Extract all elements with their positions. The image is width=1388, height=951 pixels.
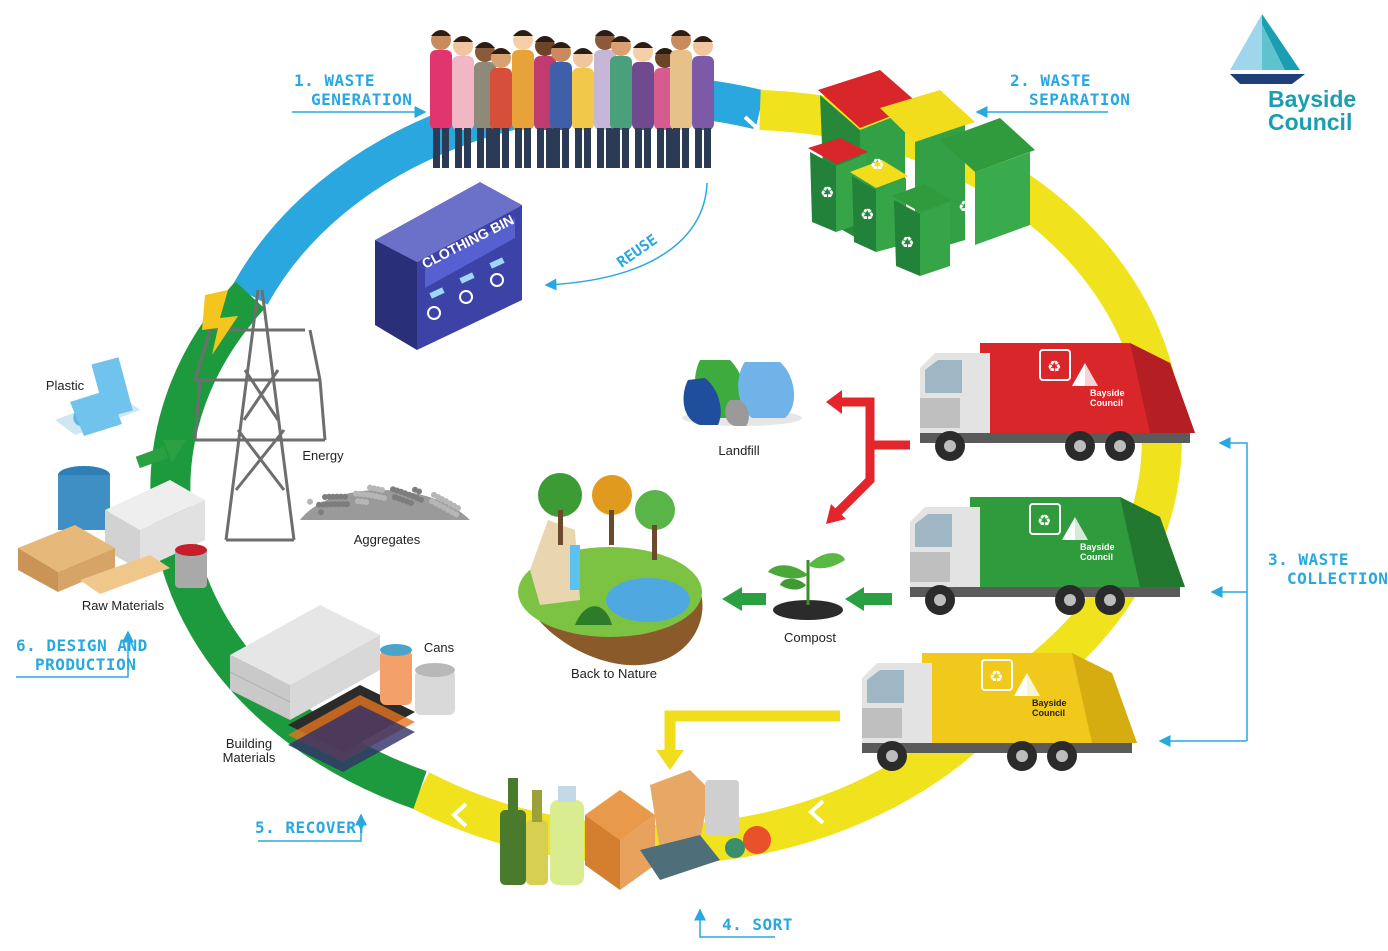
compost-plant-icon <box>768 553 845 620</box>
truck-brand-line-1: Bayside <box>1090 388 1125 398</box>
building-materials-icon <box>229 605 415 772</box>
stage-subtitle: PRODUCTION <box>35 655 137 674</box>
stage-number-title: 3. WASTE <box>1268 550 1350 569</box>
svg-text:♻: ♻ <box>860 205 874 224</box>
landfill-bags-icon <box>682 360 802 426</box>
garbage-trucks: ♻BaysideCouncil♻BaysideCouncil♻BaysideCo… <box>862 343 1195 771</box>
raw-materials-label: Raw Materials <box>81 598 165 613</box>
bayside-council-logo <box>1230 14 1305 84</box>
reuse-label: REUSE <box>613 231 660 272</box>
stage-label-generation: 1. WASTE GENERATION <box>294 71 412 109</box>
svg-text:♻: ♻ <box>870 155 884 174</box>
stage-pointers <box>16 106 1248 938</box>
building-materials-label: Building Materials <box>212 737 286 765</box>
truck-brand-line-1: Bayside <box>1032 698 1067 708</box>
nature-island-icon <box>518 473 703 666</box>
stage-label-sort: 4. SORT <box>722 915 793 934</box>
svg-text:♻: ♻ <box>1037 511 1051 530</box>
stage-number-title: 1. WASTE <box>294 71 376 90</box>
aggregates-label: Aggregates <box>353 532 421 547</box>
plastic-label: Plastic <box>45 378 85 393</box>
clothing-bin-icon <box>375 182 522 350</box>
people-group-icon <box>430 30 714 168</box>
svg-text:♻: ♻ <box>989 667 1003 686</box>
stage-label-collection: 3. WASTE COLLECTION <box>1268 550 1388 588</box>
raw-materials-icon <box>18 466 207 594</box>
stage-subtitle: COLLECTION <box>1287 569 1388 588</box>
truck-brand-line-2: Council <box>1080 552 1113 562</box>
stage-number-title: 2. WASTE <box>1010 71 1092 90</box>
svg-text:♻: ♻ <box>958 197 972 216</box>
energy-label: Energy <box>302 448 344 463</box>
svg-text:♻: ♻ <box>1047 357 1061 376</box>
ring-chevrons <box>268 115 984 828</box>
lightning-icon <box>202 290 238 355</box>
power-pylon-icon <box>193 289 327 542</box>
stage-label-recovery: 5. RECOVERY <box>255 818 366 837</box>
recyclables-pile-icon <box>500 770 771 890</box>
stage-subtitle: SEPARATION <box>1029 90 1131 109</box>
stage-subtitle: GENERATION <box>311 90 413 109</box>
wheelie-bins-icon: ♻ ♻ ♻ ♻ ♻ <box>808 70 1035 276</box>
stage-number-title: 5. RECOVERY <box>255 818 367 837</box>
stage-number-title: 4. SORT <box>722 915 793 934</box>
brand-line-2: Council <box>1268 109 1353 135</box>
yellow-arrow <box>656 710 840 770</box>
truck-brand-line-2: Council <box>1090 398 1123 408</box>
cans-icon <box>380 644 455 715</box>
green-arrows <box>135 440 892 611</box>
red-arrows <box>826 390 910 524</box>
building-materials-line-2: Materials <box>222 750 276 765</box>
truck-brand-line-2: Council <box>1032 708 1065 718</box>
cans-label: Cans <box>423 640 455 655</box>
building-materials-line-1: Building <box>225 736 273 751</box>
svg-text:♻: ♻ <box>820 183 834 202</box>
stage-label-design: 6. DESIGN AND PRODUCTION <box>16 636 148 674</box>
stage-number-title: 6. DESIGN AND <box>16 636 148 655</box>
brand-name: Bayside Council <box>1268 88 1356 134</box>
truck-brand-line-1: Bayside <box>1080 542 1115 552</box>
back-to-nature-label: Back to Nature <box>571 666 657 681</box>
compost-label: Compost <box>783 630 837 645</box>
aggregates-pile-icon <box>300 484 470 520</box>
stage-label-separation: 2. WASTE SEPARATION <box>1010 71 1130 109</box>
plastic-rolls-icon <box>55 357 140 436</box>
landfill-label: Landfill <box>718 443 760 458</box>
brand-line-1: Bayside <box>1268 86 1357 112</box>
svg-text:♻: ♻ <box>900 233 914 252</box>
